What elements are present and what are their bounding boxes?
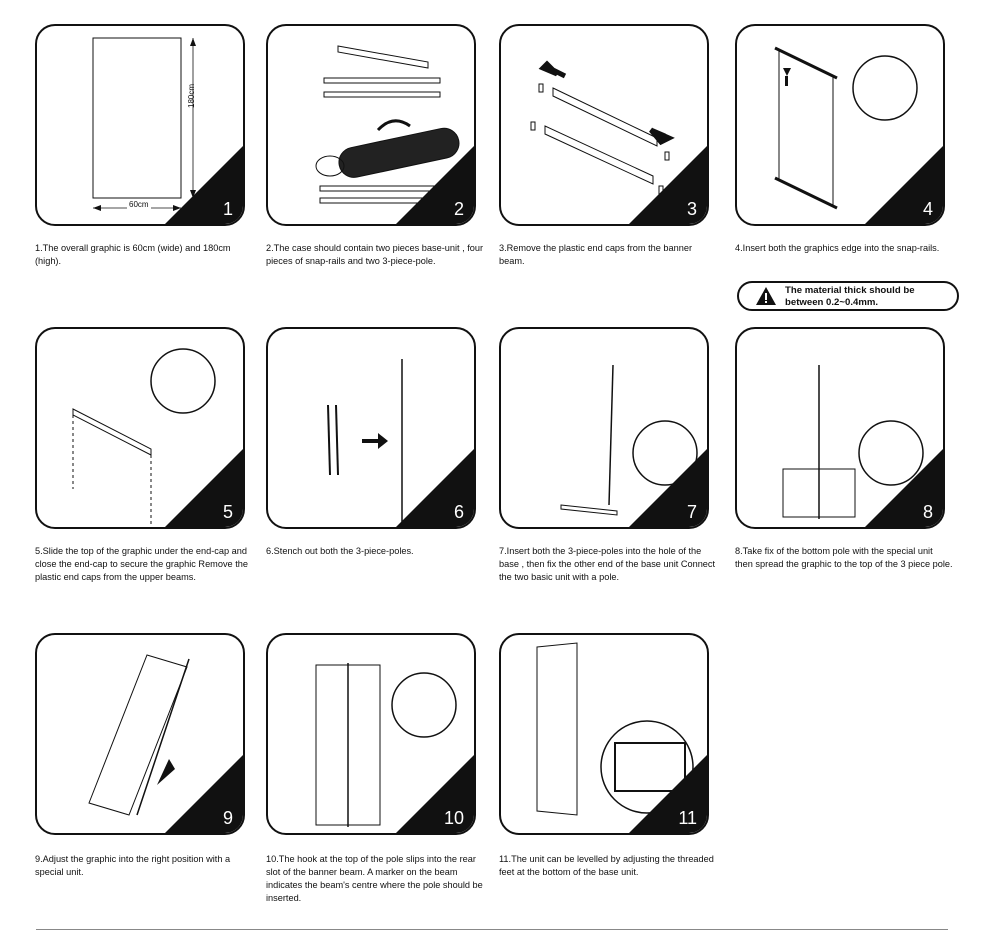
step-5-illustration — [72, 348, 216, 525]
corner-triangle — [165, 755, 243, 833]
footer-divider — [36, 929, 948, 930]
corner-triangle — [165, 146, 243, 224]
corner-triangle — [396, 146, 474, 224]
step-11-caption: 11.The unit can be levelled by adjusting… — [499, 854, 714, 877]
dim-width-label: 60cm — [127, 200, 151, 209]
step-number: 5 — [222, 502, 233, 522]
arrow-icon — [649, 127, 675, 146]
step-4-caption: 4.Insert both the graphics edge into the… — [735, 243, 940, 253]
step-3-caption: 3.Remove the plastic end caps from the b… — [499, 243, 693, 266]
arrow-up-icon — [783, 68, 791, 76]
step-1-illustration — [92, 37, 196, 211]
step-2-panel: 2 — [266, 24, 476, 226]
corner-triangle — [396, 755, 474, 833]
step-8-panel: 8 — [735, 327, 945, 529]
step-6-panel: 6 — [266, 327, 476, 529]
step-10-caption: 10.The hook at the top of the pole slips… — [266, 854, 483, 903]
step-number: 8 — [922, 502, 933, 522]
step-6-illustration — [327, 359, 403, 523]
warning-triangle-icon — [756, 287, 776, 305]
step-number: 3 — [686, 199, 697, 219]
arrow-up-icon — [157, 759, 175, 785]
step-8-caption: 8.Take fix of the bottom pole with the s… — [735, 546, 953, 569]
step-11-panel: 11 — [499, 633, 709, 835]
step-number: 7 — [686, 502, 697, 522]
corner-triangle — [629, 146, 707, 224]
step-number: 1 — [222, 199, 233, 219]
step-5-panel: 5 — [35, 327, 245, 529]
step-number: 9 — [222, 808, 233, 828]
step-number: 4 — [922, 199, 933, 219]
arrow-right-icon — [362, 433, 388, 449]
step-7-panel: 7 — [499, 327, 709, 529]
step-4-panel: 4 — [735, 24, 945, 226]
corner-triangle — [396, 449, 474, 527]
step-number: 10 — [443, 808, 464, 828]
step-9-illustration — [88, 654, 190, 816]
corner-triangle — [165, 449, 243, 527]
step-7-illustration — [560, 364, 698, 516]
step-1-caption: 1.The overall graphic is 60cm (wide) and… — [35, 243, 231, 266]
material-warning: The material thick should be between 0.2… — [737, 281, 959, 311]
step-9-caption: 9.Adjust the graphic into the right posi… — [35, 854, 231, 877]
corner-triangle — [629, 755, 707, 833]
step-5-caption: 5.Slide the top of the graphic under the… — [35, 546, 248, 582]
warning-text: The material thick should be between 0.2… — [785, 285, 915, 308]
step-7-caption: 7.Insert both the 3-piece-poles into the… — [499, 546, 716, 582]
step-3-illustration — [530, 60, 675, 195]
step-10-panel: 10 — [266, 633, 476, 835]
step-2-caption: 2.The case should contain two pieces bas… — [266, 243, 484, 266]
corner-triangle — [865, 146, 943, 224]
dim-height-label: 180cm — [187, 83, 196, 108]
step-11-illustration — [536, 642, 694, 816]
step-9-panel: 9 — [35, 633, 245, 835]
corner-triangle — [865, 449, 943, 527]
step-number: 11 — [678, 808, 697, 828]
corner-triangle — [629, 449, 707, 527]
step-4-illustration — [774, 46, 918, 210]
step-8-illustration — [782, 365, 924, 519]
step-number: 2 — [453, 199, 464, 219]
step-3-panel: 3 — [499, 24, 709, 226]
arrow-icon — [538, 60, 567, 79]
step-10-illustration — [315, 663, 457, 827]
step-1-panel: 180cm 60cm 1 — [35, 24, 245, 226]
step-number: 6 — [453, 502, 464, 522]
step-6-caption: 6.Stench out both the 3-piece-poles. — [266, 546, 414, 556]
